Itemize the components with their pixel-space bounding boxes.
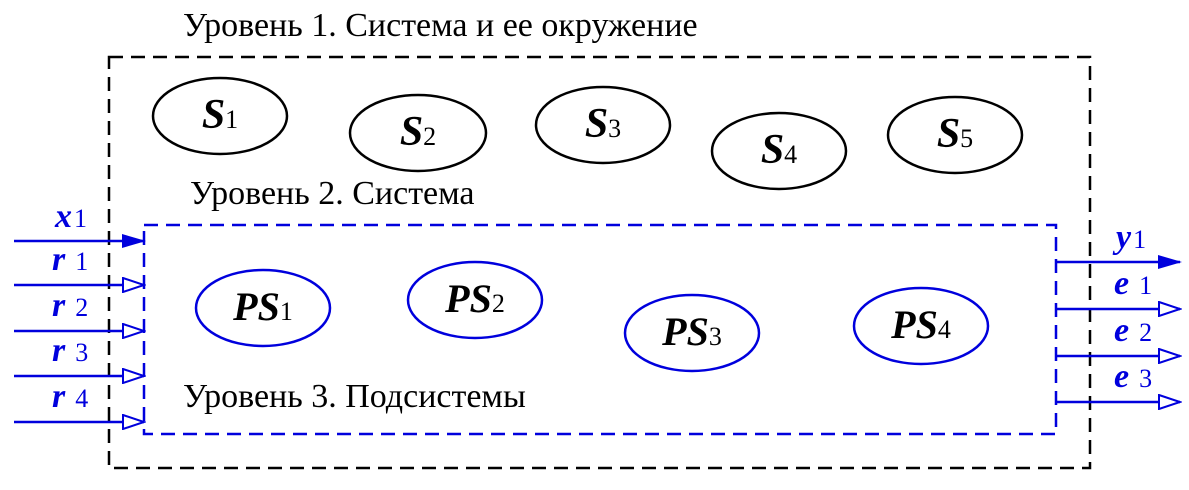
environment-node: S5 [886,95,1024,175]
svg-text:x1: x1 [54,198,87,235]
svg-text:e3: e3 [1114,358,1152,395]
svg-text:S5: S5 [937,111,973,157]
svg-text:S1: S1 [202,92,238,138]
svg-text:S2: S2 [400,109,436,155]
svg-text:PS3: PS3 [661,309,722,354]
svg-text:e1: e1 [1114,265,1152,302]
subsystem-node: PS2 [406,260,544,340]
level1-title: Уровень 1. Система и ее окружение [183,7,698,44]
svg-text:S3: S3 [585,101,621,147]
svg-text:PS1: PS1 [232,284,293,329]
svg-text:r3: r3 [52,332,88,369]
level2-title: Уровень 2. Система [190,175,475,212]
environment-node: S2 [348,93,488,173]
subsystem-node: PS1 [194,268,332,348]
level3-title: Уровень 3. Подсистемы [183,378,526,415]
svg-text:PS2: PS2 [444,276,505,321]
level1-boundary [107,55,1092,470]
svg-text:e2: e2 [1114,312,1152,349]
svg-text:r4: r4 [52,378,88,415]
svg-text:r1: r1 [52,241,88,278]
subsystem-node: PS3 [623,293,761,373]
svg-text:PS4: PS4 [890,302,951,347]
environment-node: S3 [534,85,672,165]
output-arrow: y1 [1056,219,1182,269]
subsystem-node: PS4 [852,286,990,366]
environment-node: S1 [151,76,289,156]
svg-text:y1: y1 [1112,219,1146,256]
input-arrow: x1 [14,198,146,248]
svg-text:r2: r2 [52,287,88,324]
environment-node: S4 [710,111,848,191]
svg-text:S4: S4 [761,127,797,173]
